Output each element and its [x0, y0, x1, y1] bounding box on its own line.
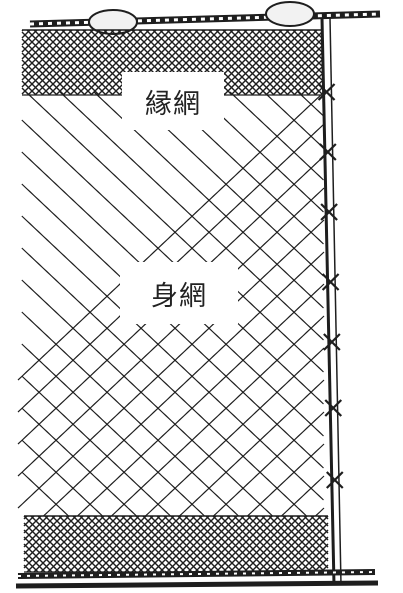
edge-net-label-text: 縁網	[145, 88, 201, 120]
knot-icon	[317, 83, 336, 101]
knot-icon	[321, 273, 340, 291]
float-icon	[265, 1, 315, 27]
knot-icon	[326, 471, 344, 489]
edge-net-label: 縁網	[122, 72, 224, 130]
side-rope	[320, 17, 342, 586]
float-rope	[29, 10, 381, 28]
side-rope-knots	[317, 83, 344, 489]
knot-icon	[319, 143, 337, 161]
float-icon	[88, 9, 138, 35]
lead-rope	[15, 569, 379, 589]
knot-icon	[323, 333, 341, 351]
knot-icon	[324, 399, 343, 417]
body-net-label-text: 身網	[151, 280, 207, 312]
body-net-label: 身網	[120, 262, 238, 324]
bottom-edge-net	[23, 515, 329, 573]
knot-icon	[320, 203, 338, 221]
